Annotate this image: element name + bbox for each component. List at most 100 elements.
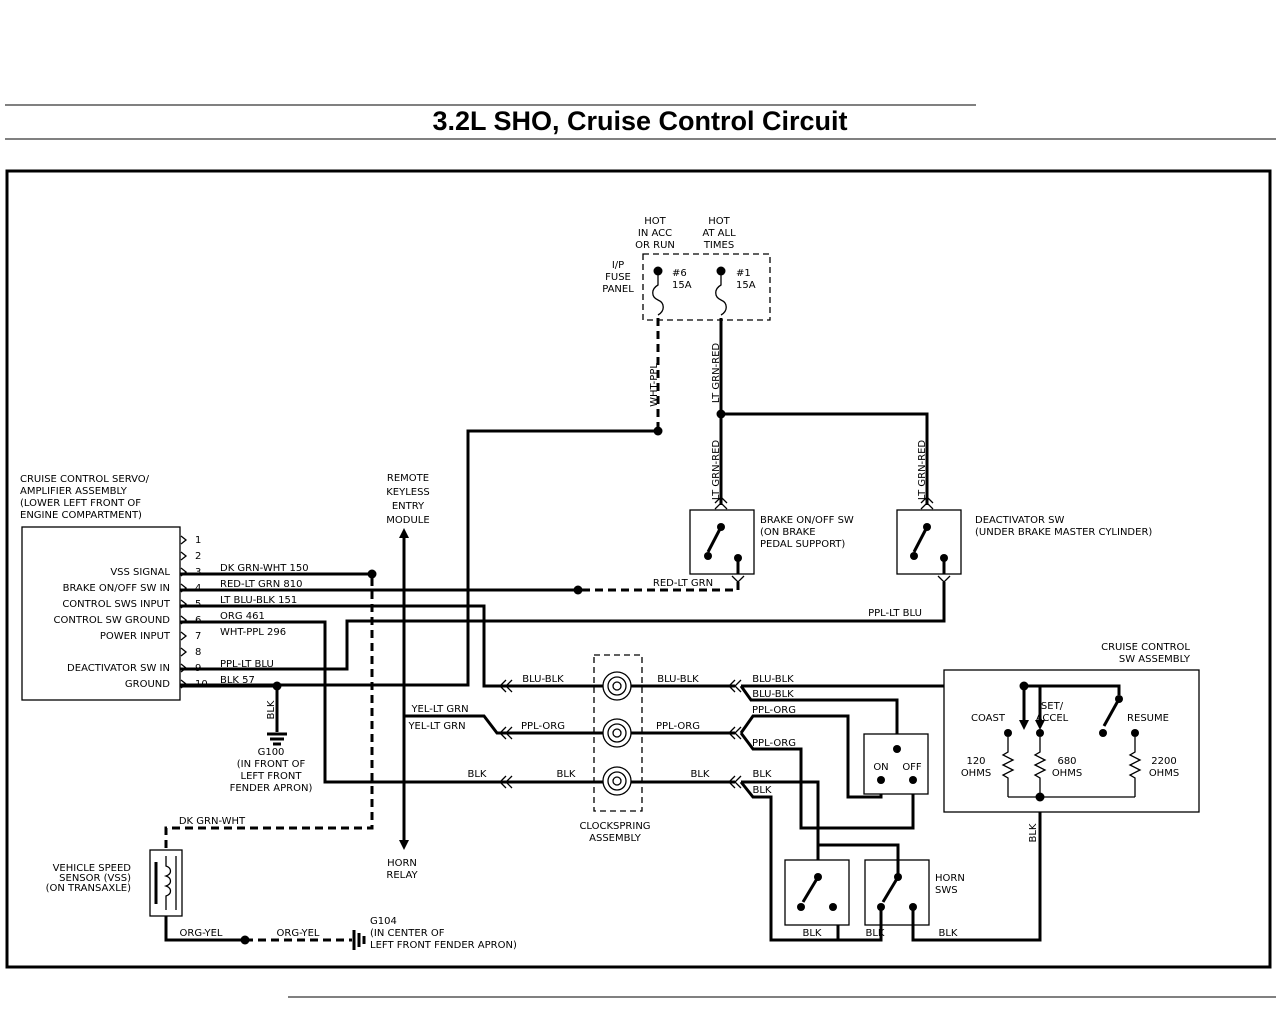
blk-left-label-1: BLK (468, 769, 487, 780)
servo-pin-connector (180, 535, 188, 545)
g104-ground-symbol (352, 930, 366, 950)
org-yel-label-1: ORG-YEL (180, 928, 223, 939)
ppl-org-right-label: PPL-ORG (656, 721, 700, 732)
label-line: I/P (612, 260, 624, 271)
fuse-1-terminal (716, 266, 726, 276)
label-line: (ON TRANSAXLE) (46, 883, 132, 894)
fuse-1-element (715, 275, 727, 316)
label-line: G104 (370, 916, 397, 927)
servo-pin-number: 2 (195, 551, 201, 562)
fuse-6-terminal (653, 266, 663, 276)
servo-pin-name: CONTROL SWS INPUT (62, 599, 171, 610)
servo-pin-number: 4 (195, 583, 201, 594)
servo-pin-connector (180, 615, 188, 625)
label-line: CRUISE CONTROL (1101, 642, 1190, 653)
label-line: LEFT FRONT FENDER APRON) (370, 940, 517, 951)
label-line: MODULE (386, 515, 429, 526)
label-line: BRAKE ON/OFF SW (760, 515, 854, 526)
blu-blk-right-label: BLU-BLK (657, 674, 699, 685)
blu-blk-to-on-off (739, 685, 899, 745)
splice-vss (367, 569, 377, 579)
conn-ppl-org-right (728, 726, 742, 740)
servo-pin-number: 1 (195, 535, 201, 546)
servo-pin-number: 8 (195, 647, 201, 658)
label-line: IN ACC (638, 228, 672, 239)
label-line: PANEL (602, 284, 634, 295)
label-line: HORN (935, 873, 965, 884)
label-line: FENDER APRON) (230, 783, 313, 794)
lt-grn-red-wire-label-3: LT GRN-RED (917, 440, 928, 501)
servo-pin-wire-label: WHT-PPL 296 (220, 627, 286, 638)
label-line: ASSEMBLY (589, 833, 642, 844)
blk-to-horn-sw-1 (741, 780, 820, 860)
label-line: 15A (736, 280, 756, 291)
servo-pin-wire-label: PPL-LT BLU (220, 659, 274, 670)
label-line: SW ASSEMBLY (1119, 654, 1191, 665)
label-line: (UNDER BRAKE MASTER CYLINDER) (975, 527, 1152, 538)
label-line: AMPLIFIER ASSEMBLY (20, 486, 128, 497)
servo-pin-name: BRAKE ON/OFF SW IN (63, 583, 170, 594)
yel-lt-grn-label-1: YEL-LT GRN (410, 704, 468, 715)
deactivator-switch-label: DEACTIVATOR SW(UNDER BRAKE MASTER CYLIND… (975, 515, 1152, 538)
control-sw-ground-wire (180, 620, 512, 784)
label-line: OHMS (1149, 768, 1179, 779)
label-line: 120 (966, 756, 985, 767)
label-line: KEYLESS (386, 487, 430, 498)
label-line: DEACTIVATOR SW (975, 515, 1064, 526)
label-line: ENTRY (392, 501, 425, 512)
diagram-frame (5, 169, 1272, 969)
horn-blk-label-2: BLK (866, 928, 885, 939)
remote-keyless-entry-label: REMOTE KEYLESS ENTRY MODULE (386, 473, 430, 526)
servo-assembly: CRUISE CONTROL SERVO/AMPLIFIER ASSEMBLY(… (20, 474, 309, 701)
resume-label: RESUME (1127, 713, 1169, 724)
set-accel-label: SET/ACCEL (1036, 701, 1069, 724)
label-line: G100 (258, 747, 285, 758)
conn-blu-blk-right (728, 679, 742, 693)
deactivator-sw-connector (920, 496, 934, 510)
horn-sw-jumper (816, 843, 900, 877)
horn-blk-label-3: BLK (939, 928, 958, 939)
servo-pin-wire-label: RED-LT GRN 810 (220, 579, 303, 590)
label-line: CRUISE CONTROL SERVO/ (20, 474, 150, 485)
g100-ground-symbol (267, 732, 287, 746)
ppl-org-label-b: PPL-ORG (752, 738, 796, 749)
label-line: REMOTE (387, 473, 429, 484)
label-line: 2200 (1151, 756, 1176, 767)
label-line: (LOWER LEFT FRONT OF (20, 498, 141, 509)
servo-pin-connector (180, 679, 188, 689)
label-line: 15A (672, 280, 692, 291)
blk-to-horn-sw-bottom (739, 781, 840, 942)
horn-relay-arrow (399, 840, 409, 850)
blu-blk-label-b: BLU-BLK (752, 689, 794, 700)
ppl-org-label-a: PPL-ORG (752, 705, 796, 716)
servo-pin-connector (180, 551, 188, 561)
g100-blk-label: BLK (266, 700, 277, 719)
servo-pin-number: 9 (195, 663, 201, 674)
servo-pin-connector (180, 663, 188, 673)
servo-pin-name: CONTROL SW GROUND (54, 615, 171, 626)
label-line: #6 (672, 268, 687, 279)
fuse-6-element (652, 275, 664, 316)
label-line: OR RUN (635, 240, 675, 251)
label-line: AT ALL (702, 228, 736, 239)
conn-blk-left (499, 775, 513, 789)
ppl-lt-blu-wire-label: PPL-LT BLU (868, 608, 922, 619)
label-line: 680 (1057, 756, 1076, 767)
power-to-servo-wire (180, 429, 658, 687)
label-line: (IN FRONT OF (237, 759, 306, 770)
label-line: HORN (387, 858, 417, 869)
label-line: SET/ (1041, 701, 1064, 712)
